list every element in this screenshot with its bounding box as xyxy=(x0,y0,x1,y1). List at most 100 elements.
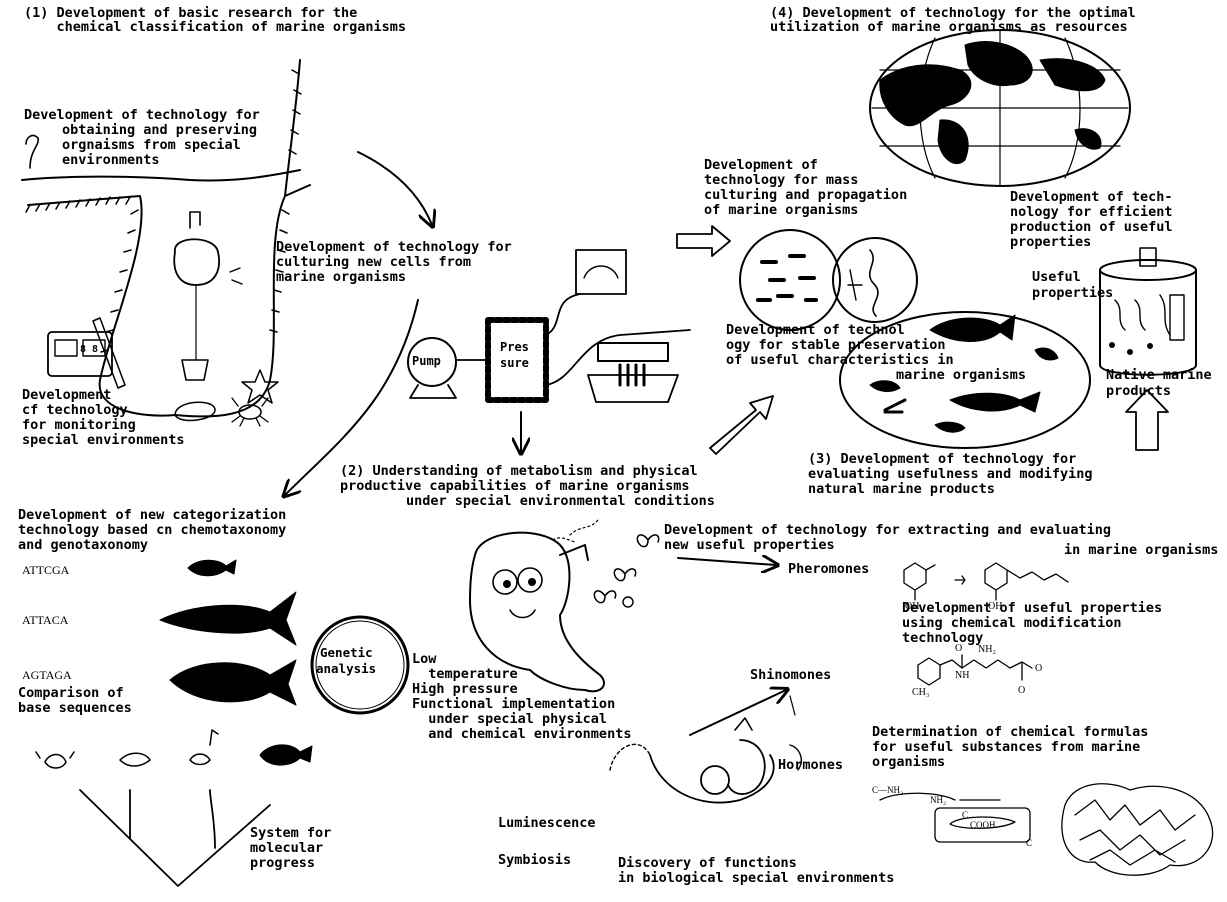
label-extracting-3: in marine organisms xyxy=(1064,542,1219,558)
section-2-line1: (2) Understanding of metabolism and phys… xyxy=(340,463,698,479)
label-symbiosis: Symbiosis xyxy=(498,852,572,868)
culture-tank xyxy=(1099,247,1197,376)
label-shinomones: Shinomones xyxy=(750,667,832,683)
flow-arrows xyxy=(285,151,1169,736)
label-categorization-3: and genotaxonomy xyxy=(18,537,149,553)
label-molecular-3: progress xyxy=(250,855,316,871)
label-genetic-2: analysis xyxy=(316,661,377,676)
formula-oh-2: OH xyxy=(988,601,1003,612)
formula-c-1: C xyxy=(962,810,969,820)
formula-o-2: O xyxy=(1018,685,1026,696)
label-native-2: products xyxy=(1106,383,1172,399)
formula-ch3: CH₃ xyxy=(912,687,930,698)
formula-oh-1: OH xyxy=(905,601,920,612)
formula-nh: NH xyxy=(955,670,970,681)
label-useful-1: Useful xyxy=(1032,269,1081,285)
label-efficient-3: production of useful xyxy=(1010,219,1173,235)
label-conditions-2: temperature xyxy=(412,666,518,682)
label-determination-1: Determination of chemical formulas xyxy=(872,724,1149,740)
label-useful-2: properties xyxy=(1032,285,1114,301)
formula-c-2: C xyxy=(1026,838,1033,848)
label-mass-2: technology for mass xyxy=(704,172,859,188)
formula-cooh: COOH xyxy=(970,820,996,830)
label-culturing-2: culturing new cells from xyxy=(276,254,472,270)
section-1-heading-line1: (1) Development of basic research for th… xyxy=(24,5,358,21)
sequence-2: ATTACA xyxy=(22,613,69,627)
label-hormones: Hormones xyxy=(778,757,844,773)
sequence-1: ATTCGA xyxy=(22,563,70,577)
world-globe xyxy=(869,29,1131,187)
label-obtaining-1: Development of technology for xyxy=(24,107,260,123)
culture-circles xyxy=(739,229,918,331)
label-molecular-1: System for xyxy=(250,825,332,841)
label-monitoring-3: for monitoring xyxy=(22,417,136,433)
label-conditions-6: and chemical environments xyxy=(412,726,632,742)
label-genetic-1: Genetic xyxy=(320,645,373,660)
label-monitoring-2: cf technology xyxy=(22,402,128,418)
label-molecular-2: molecular xyxy=(250,840,324,856)
label-discovery-1: Discovery of functions xyxy=(618,855,797,871)
label-stable-1: Development of technol xyxy=(726,322,905,338)
section-3-line1: (3) Development of technology for xyxy=(808,451,1077,467)
label-mass-1: Development of xyxy=(704,157,818,173)
pressure-apparatus xyxy=(407,249,691,403)
label-pheromones: Pheromones xyxy=(788,561,870,577)
gauge-digits: 8 8 xyxy=(80,344,99,355)
fish-sequences xyxy=(35,559,313,887)
formula-c-nh2: C—NH₂ xyxy=(872,785,904,795)
label-determination-2: for useful substances from marine xyxy=(872,739,1141,755)
label-conditions-5: under special physical xyxy=(412,711,608,727)
section-2-line2: productive capabilities of marine organi… xyxy=(340,478,690,494)
label-chemmod-3: technology xyxy=(902,630,984,646)
genetic-analysis-circle xyxy=(310,615,410,715)
label-stable-2: ogy for stable preservation xyxy=(726,337,946,353)
diver-cartoon xyxy=(469,519,660,693)
label-mass-3: culturing and propagation xyxy=(704,187,908,203)
section-3-line3: natural marine products xyxy=(808,481,995,497)
formula-o-1: O xyxy=(955,643,963,654)
label-pressure-1: Pres xyxy=(500,340,529,354)
label-discovery-2: in biological special environments xyxy=(618,870,895,886)
label-extracting-2: new useful properties xyxy=(664,537,835,553)
formula-nh3: NH₂ xyxy=(978,644,996,655)
label-stable-4: marine organisms xyxy=(896,367,1027,383)
section-4-heading-line2: utilization of marine organisms as resou… xyxy=(770,19,1128,35)
label-determination-3: organisms xyxy=(872,754,946,770)
label-culturing-3: marine organisms xyxy=(276,269,407,285)
label-chemmod-2: using chemical modification xyxy=(902,615,1122,631)
deep-sea-creature xyxy=(609,695,802,804)
section-1-heading-line2: chemical classification of marine organi… xyxy=(24,19,407,35)
label-conditions-3: High pressure xyxy=(412,681,518,697)
label-efficient-2: nology for efficient xyxy=(1010,204,1173,220)
label-native-1: Native marine xyxy=(1106,367,1212,383)
label-monitoring-4: special environments xyxy=(22,432,185,448)
label-culturing-1: Development of technology for xyxy=(276,239,512,255)
label-extracting-1: Development of technology for extracting… xyxy=(664,522,1112,538)
label-pump: Pump xyxy=(412,354,441,368)
section-4-heading-line1: (4) Development of technology for the op… xyxy=(770,5,1136,21)
label-efficient-4: properties xyxy=(1010,234,1092,250)
label-stable-3: of useful characteristics in xyxy=(726,352,954,368)
marine-organisms-ellipse xyxy=(839,311,1091,449)
label-comparison-2: base sequences xyxy=(18,700,132,716)
label-comparison-1: Comparison of xyxy=(18,685,124,701)
label-luminescence: Luminescence xyxy=(498,815,596,831)
label-chemmod-1: Development of useful properties xyxy=(902,600,1163,616)
label-conditions-4: Functional implementation xyxy=(412,696,616,712)
chemical-structures xyxy=(879,562,1214,876)
label-efficient-1: Development of tech- xyxy=(1010,189,1173,205)
label-obtaining-4: environments xyxy=(62,152,160,168)
section-2-line3: under special environmental conditions xyxy=(406,493,715,509)
section-3-line2: evaluating usefulness and modifying xyxy=(808,466,1093,482)
label-categorization-2: technology based cn chemotaxonomy xyxy=(18,522,287,538)
label-obtaining-3: orgnaisms from special xyxy=(62,137,241,153)
formula-nh2: NH₂ xyxy=(930,795,947,805)
label-monitoring-1: Development xyxy=(22,387,112,403)
sequence-3: AGTAGA xyxy=(22,668,72,682)
trench-illustration xyxy=(21,59,311,427)
label-pressure-2: sure xyxy=(500,356,529,370)
label-mass-4: of marine organisms xyxy=(704,202,859,218)
label-obtaining-2: obtaining and preserving xyxy=(62,122,258,138)
